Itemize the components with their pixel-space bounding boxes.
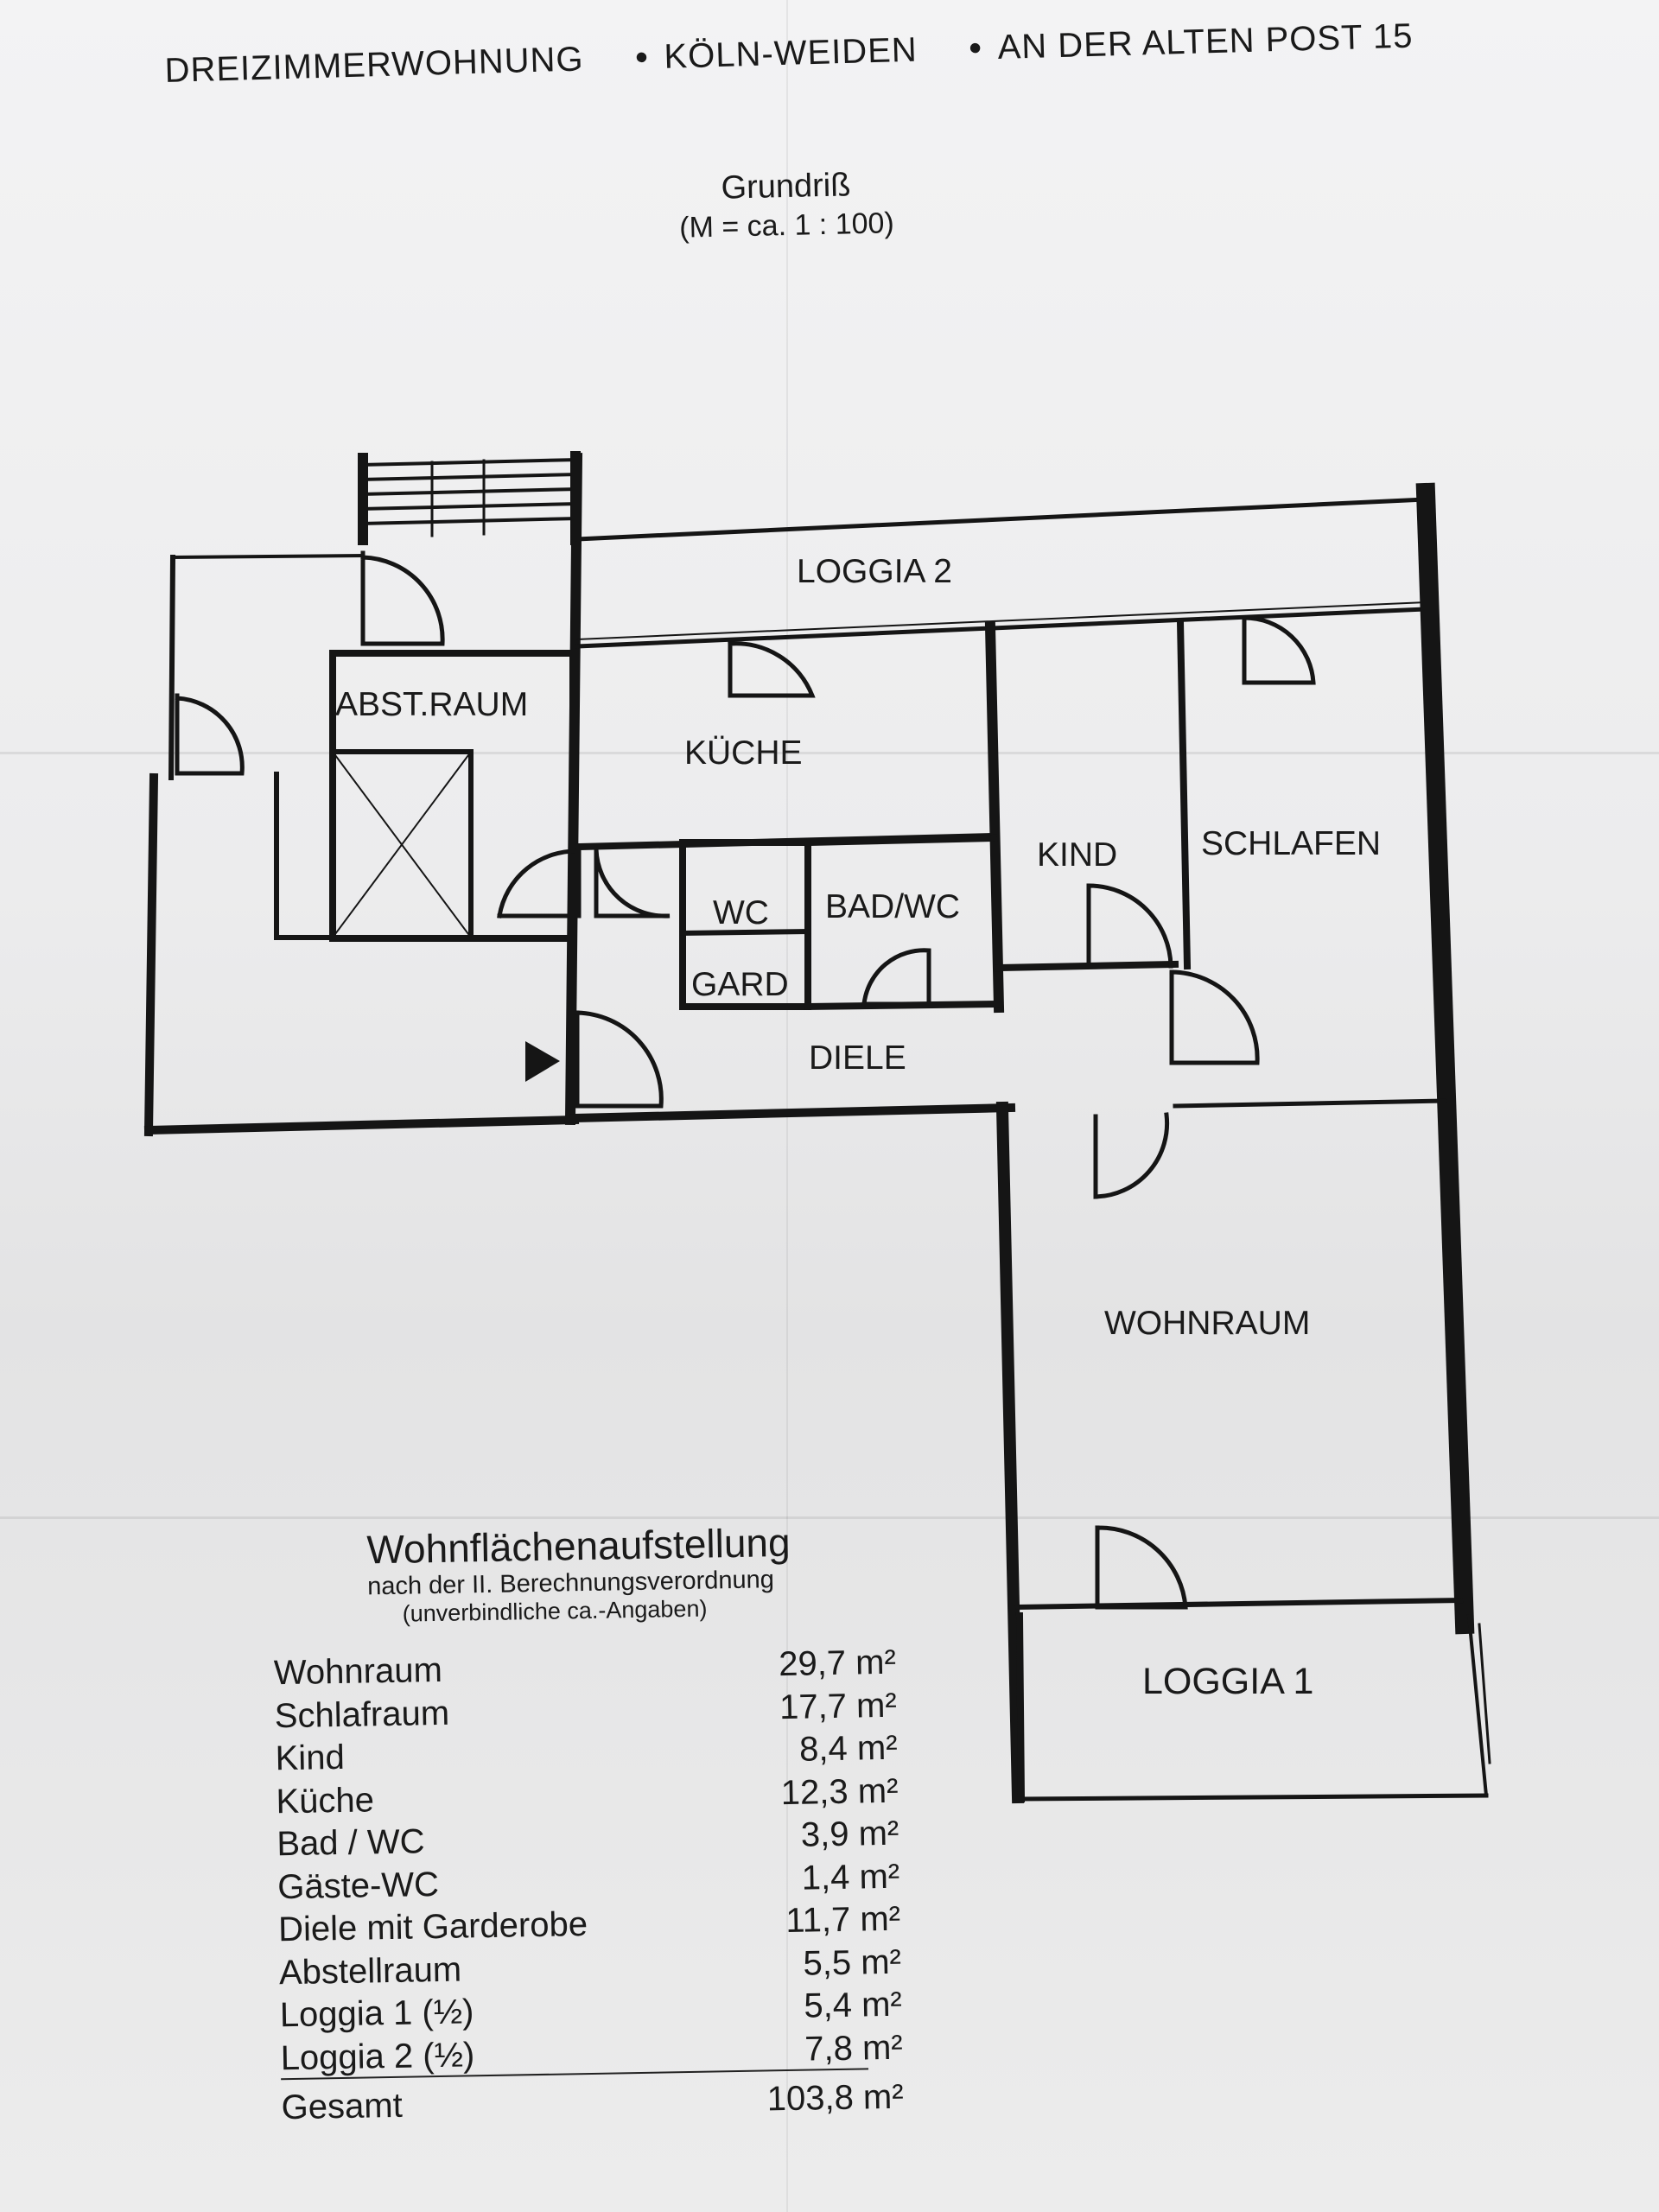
fold-line xyxy=(786,0,788,2212)
stair-icon xyxy=(358,451,581,545)
fold-line xyxy=(0,752,1659,754)
room-label-wohnraum: WOHNRAUM xyxy=(1104,1305,1311,1342)
area-row-value: 12,3 m² xyxy=(780,1771,899,1812)
area-table-rows: Wohnraum 29,7 m² Schlafraum 17,7 m² Kind 8,4 … xyxy=(274,1642,904,2080)
area-table: Wohnflächenaufstellung nach der II. Bere… xyxy=(271,1517,904,2127)
room-label-kueche: KÜCHE xyxy=(684,734,803,772)
room-label-wc: WC xyxy=(713,894,769,931)
area-row-name: Wohnraum xyxy=(273,1650,443,1693)
area-row-value: 29,7 m² xyxy=(778,1643,897,1684)
area-row-name: Kind xyxy=(275,1738,346,1778)
entrance-arrow-icon xyxy=(525,1041,560,1082)
area-row-name: Loggia 1 (½) xyxy=(279,1993,474,2035)
area-row-value: 11,7 m² xyxy=(785,1899,901,1941)
fold-line xyxy=(0,1516,1659,1519)
room-label-loggia2: LOGGIA 2 xyxy=(797,553,952,590)
area-row-value: 5,5 m² xyxy=(803,1942,902,1983)
area-row-name: Loggia 2 (½) xyxy=(280,2035,475,2077)
area-row-value: 5,4 m² xyxy=(804,1985,903,2025)
room-label-kind: KIND xyxy=(1037,836,1118,874)
room-label-loggia1: LOGGIA 1 xyxy=(1142,1661,1314,1702)
area-row-value: 1,4 m² xyxy=(801,1857,900,1897)
area-row-name: Diele mit Garderobe xyxy=(277,1905,588,1949)
total-label: Gesamt xyxy=(281,2086,404,2127)
area-row-value: 8,4 m² xyxy=(798,1728,898,1769)
area-row-value: 7,8 m² xyxy=(804,2028,903,2069)
area-row-name: Abstellraum xyxy=(278,1950,462,1992)
area-row-name: Bad / WC xyxy=(276,1822,425,1864)
area-row-value: 3,9 m² xyxy=(800,1814,899,1854)
area-row-name: Küche xyxy=(276,1780,375,1821)
room-label-bad: BAD/WC xyxy=(825,888,960,925)
room-label-abstraum: ABST.RAUM xyxy=(335,686,529,723)
room-label-schlafen: SCHLAFEN xyxy=(1201,825,1382,862)
room-label-diele: DIELE xyxy=(809,1039,906,1077)
area-row-name: Gäste-WC xyxy=(276,1865,440,1906)
room-label-gard: GARD xyxy=(691,966,789,1003)
area-row-value: 17,7 m² xyxy=(779,1686,898,1726)
door-icon xyxy=(175,550,1316,1610)
total-value: 103,8 m² xyxy=(766,2077,904,2119)
area-row-name: Schlafraum xyxy=(274,1694,450,1735)
